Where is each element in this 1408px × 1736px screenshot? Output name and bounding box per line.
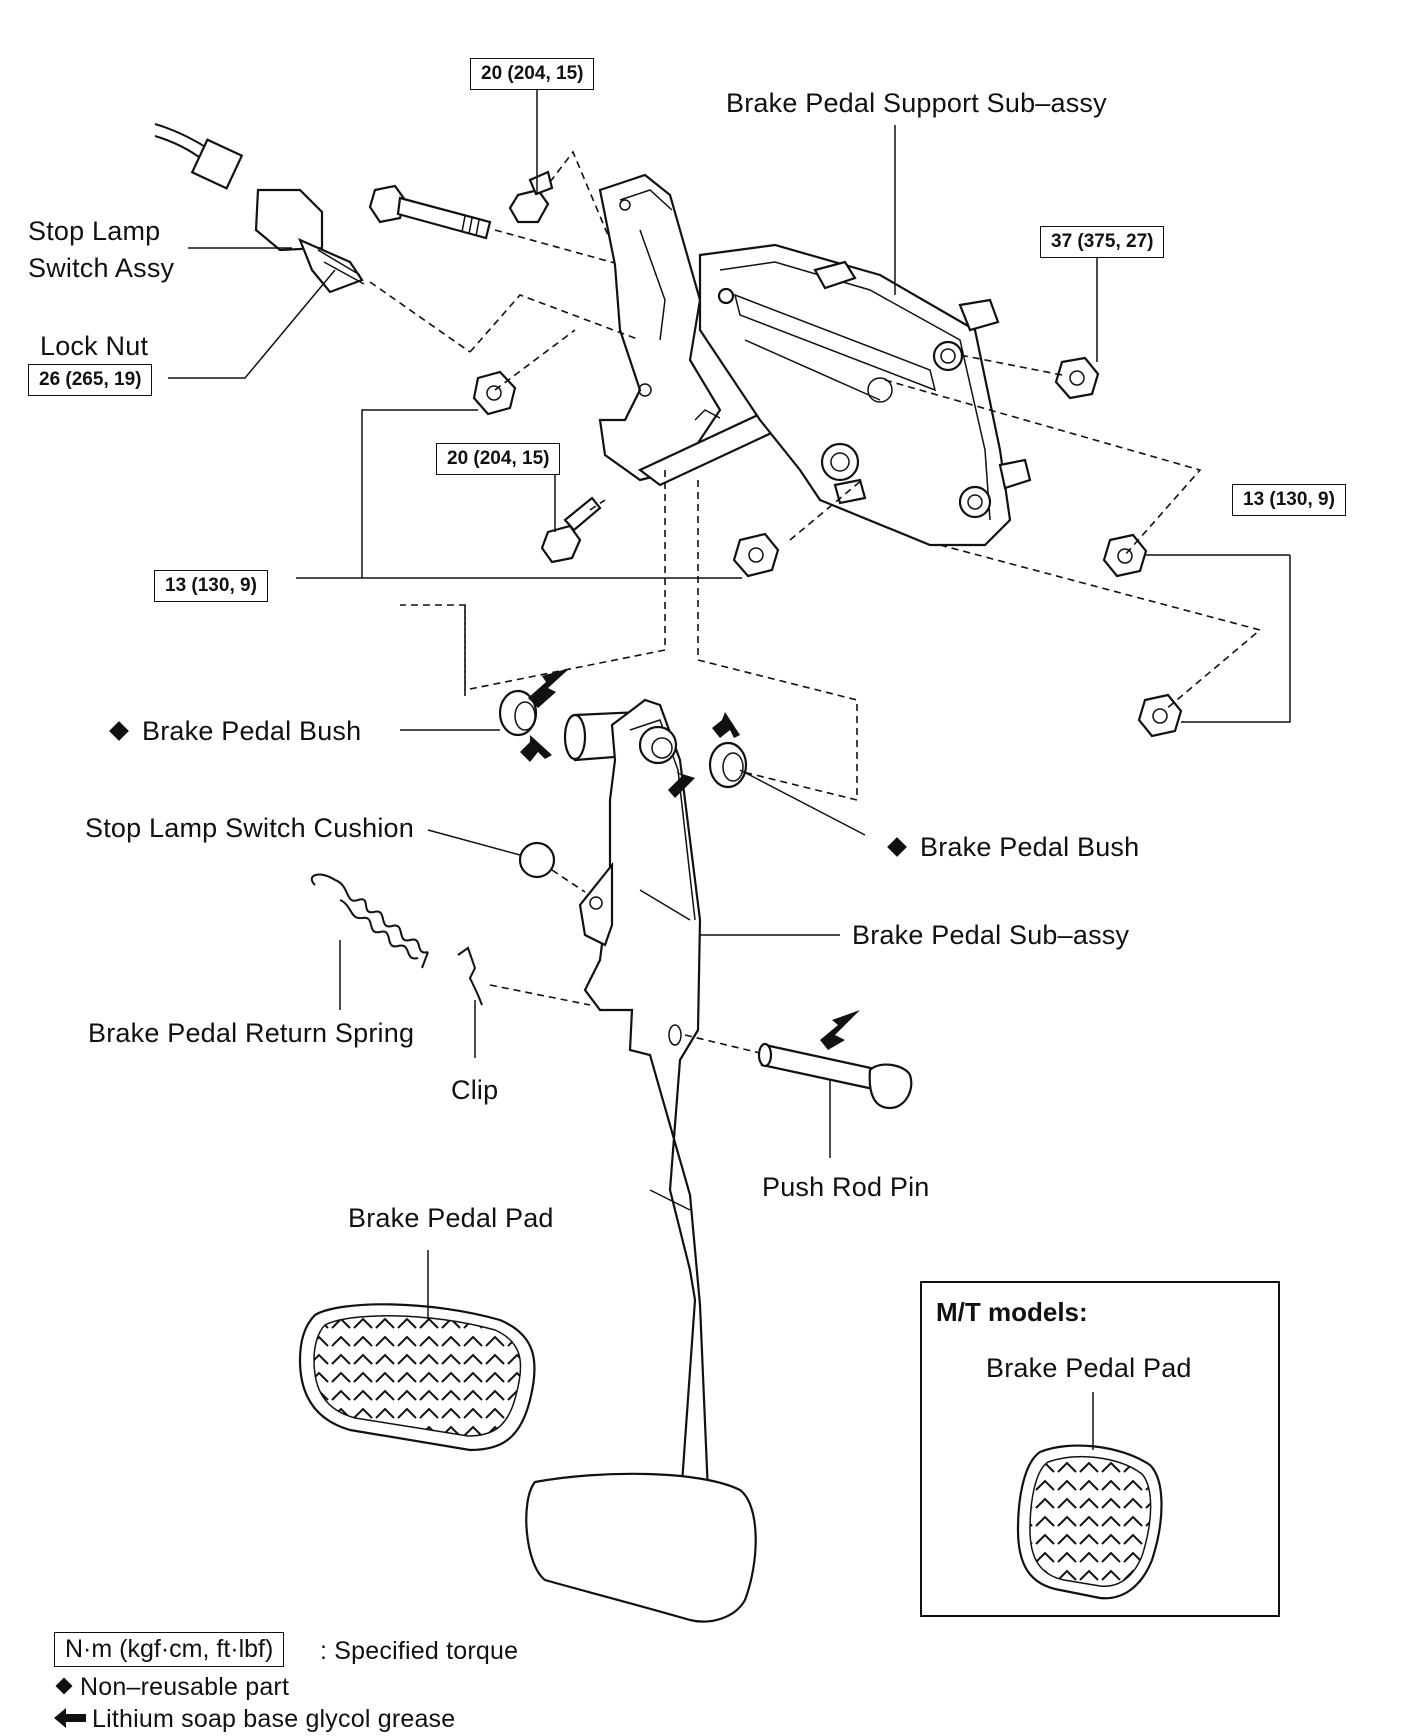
return-spring [310, 873, 429, 969]
torque-mid-bolt: 20 (204, 15) [436, 443, 561, 475]
brake-pedal-pad [298, 1303, 536, 1452]
assembly-lines-upper [400, 294, 1262, 802]
wire-harness [154, 123, 244, 190]
label-brake-pedal-bush-right: Brake Pedal Bush [887, 832, 1139, 862]
inset-pad-label: Brake Pedal Pad [986, 1353, 1192, 1383]
non-reusable-diamond-icon [887, 836, 907, 857]
support-bracket [598, 173, 813, 487]
legend-torque-desc: : Specified torque [320, 1637, 519, 1665]
torque-right-nuts: 13 (130, 9) [1232, 484, 1346, 516]
label-clip: Clip [451, 1075, 499, 1105]
legend-torque-box: N·m (kgf·cm, ft·lbf) [54, 1632, 285, 1667]
label-brake-pedal-bush-left: Brake Pedal Bush [109, 716, 361, 746]
label-push-rod-pin: Push Rod Pin [762, 1172, 930, 1202]
inset-pad [1016, 1444, 1163, 1600]
brake-pedal-arm [578, 698, 712, 1542]
pedal-foot-plate [525, 1472, 757, 1623]
torque-lock-nut: 26 (265, 19) [28, 364, 153, 396]
clip [457, 946, 591, 1006]
inset-title: M/T models: [936, 1297, 1088, 1327]
torque-right-nut: 37 (375, 27) [1040, 226, 1165, 258]
torque-left-nuts: 13 (130, 9) [154, 570, 268, 602]
leader-lines [168, 90, 1291, 1450]
legend-non-reusable: Non–reusable part [55, 1672, 289, 1702]
stop-lamp-switch [254, 188, 471, 353]
non-reusable-diamond-icon [109, 720, 129, 741]
label-brake-pedal-support: Brake Pedal Support Sub–assy [726, 88, 1107, 118]
cushion-line [551, 869, 586, 893]
fasteners [472, 356, 1183, 738]
label-brake-pedal-return-spring: Brake Pedal Return Spring [88, 1018, 415, 1048]
label-brake-pedal-pad: Brake Pedal Pad [348, 1203, 554, 1233]
diamond-icon [55, 1677, 73, 1695]
grease-arrows [520, 668, 860, 1050]
long-bolt [368, 184, 641, 271]
label-lock-nut: Lock Nut [40, 331, 149, 361]
grease-arrow-icon [54, 1708, 86, 1729]
top-bolt [508, 150, 611, 241]
label-stop-lamp-switch-line2: Switch Assy [28, 253, 175, 283]
torque-top-bolt: 20 (204, 15) [470, 58, 595, 90]
switch-cushion [518, 841, 556, 879]
label-stop-lamp-switch-line1: Stop Lamp [28, 216, 161, 246]
label-stop-lamp-switch-cushion: Stop Lamp Switch Cushion [85, 813, 414, 843]
push-rod-pin [684, 1034, 913, 1110]
mt-models-inset: M/T models: Brake Pedal Pad [920, 1281, 1280, 1617]
support-plate [694, 243, 1032, 547]
legend-grease: Lithium soap base glycol grease [54, 1704, 455, 1734]
label-brake-pedal-sub-assy: Brake Pedal Sub–assy [852, 920, 1130, 950]
